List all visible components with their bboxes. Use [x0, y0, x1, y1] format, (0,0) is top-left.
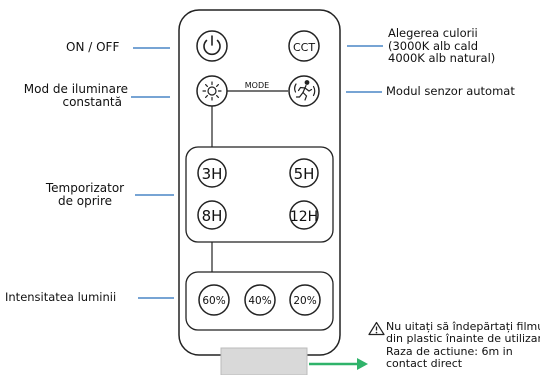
timer-5h-button[interactable] — [289, 158, 319, 188]
label-sensor-mode: Modul senzor automat — [386, 84, 515, 98]
timer-12h-button[interactable] — [289, 200, 319, 230]
label-timer-line2: de oprire — [57, 194, 113, 208]
label-color-title: Alegerea culorii — [388, 26, 478, 40]
timer-3h-button[interactable] — [197, 158, 227, 188]
label-on-off: ON / OFF — [66, 40, 120, 54]
level-60-button[interactable] — [198, 284, 230, 316]
label-timer-line1: Temporizator — [45, 181, 125, 195]
sun-icon — [202, 81, 222, 101]
label-intensity: Intensitatea luminii — [5, 290, 117, 304]
label-color-warm: (3000K alb cald — [388, 38, 479, 53]
label-color-choice: Alegerea culorii (3000K alb cald 4000K a… — [388, 27, 495, 65]
battery-tab — [220, 347, 308, 375]
cct-label: CCT — [293, 41, 315, 54]
timer-5h-label: 5H — [294, 165, 315, 183]
cct-button[interactable] — [288, 30, 320, 62]
level-40-label: 40% — [248, 295, 271, 307]
brightness-group-frame — [185, 271, 334, 331]
label-mode-constant-line2: constantă — [62, 95, 122, 109]
label-color-natural: 4000K alb natural) — [388, 51, 496, 65]
note-line1: Nu uitați să îndepărtați filmul — [386, 321, 540, 333]
label-mode-constant-line1: Mod de iluminare — [23, 82, 128, 96]
level-40-button[interactable] — [244, 284, 276, 316]
label-timer: Temporizator de oprire — [36, 182, 134, 208]
warning-triangle-icon — [368, 321, 385, 336]
note-line3: Raza de actiune: 6m in — [386, 344, 513, 358]
level-20-label: 20% — [293, 295, 316, 307]
timer-3h-label: 3H — [202, 165, 223, 183]
power-button[interactable] — [196, 30, 228, 62]
note-line2: din plastic înainte de utilizare — [386, 332, 540, 346]
arrow-icon — [309, 358, 368, 370]
power-icon — [203, 35, 221, 56]
note-line4: contact direct — [386, 357, 463, 371]
timer-8h-label: 8H — [202, 207, 223, 225]
timer-12h-label: 12H — [290, 209, 318, 225]
label-mode-constant: Mod de iluminare constantă — [10, 83, 128, 109]
constant-light-button[interactable] — [196, 75, 228, 107]
note-text: Nu uitați să îndepărtați filmul din plas… — [386, 321, 540, 371]
note-clip: Nu uitați să îndepărtați filmul din plas… — [386, 321, 540, 375]
level-20-button[interactable] — [289, 284, 321, 316]
level-60-label: 60% — [202, 295, 225, 307]
timer-8h-button[interactable] — [197, 200, 227, 230]
timer-group-frame — [185, 146, 334, 243]
motion-sensor-icon — [294, 80, 316, 101]
mode-label: MODE — [245, 81, 269, 90]
